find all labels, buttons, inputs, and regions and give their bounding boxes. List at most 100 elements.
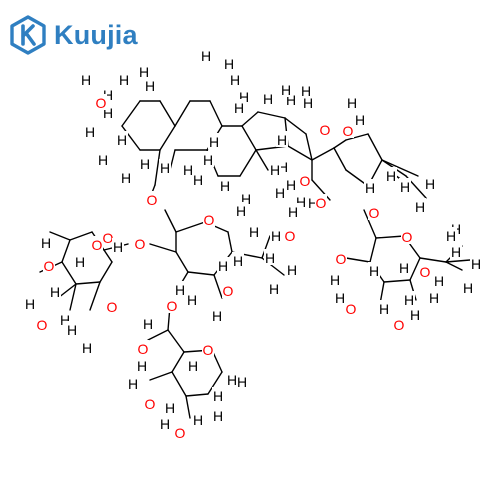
hydrogen-atom-label: H (237, 374, 247, 390)
hydrogen-atom-label: H (213, 388, 223, 404)
hydrogen-atom-label: H (287, 262, 297, 278)
atom-label-background (80, 71, 92, 87)
hydrogen-atom-label: H (269, 281, 279, 297)
oxygen-atom-label: O (285, 228, 296, 244)
bond (239, 149, 257, 177)
bond (164, 209, 177, 233)
atom-label-background (235, 202, 247, 218)
bond (345, 133, 369, 141)
hydrogen-atom-label: H (213, 408, 223, 424)
atom-label-background (280, 81, 292, 97)
bond (257, 111, 286, 119)
atom-label-background (84, 123, 96, 139)
atom-label-background (409, 306, 421, 322)
oxygen-atom-label: O (37, 317, 48, 333)
bond (185, 395, 191, 419)
oxygen-atom-label: O (203, 342, 214, 358)
hydrogen-atom-label: H (399, 260, 409, 276)
atom-label-background (116, 131, 128, 147)
bond (287, 145, 313, 161)
atom-label-background (217, 257, 229, 273)
atom-label-background (315, 194, 327, 210)
atom-label-background (401, 228, 413, 244)
bond (69, 283, 77, 311)
hydrogen-atom-label: H (303, 95, 313, 111)
bond (185, 393, 209, 397)
hydrogen-atom-label: H (175, 282, 185, 298)
atom-label-background (134, 235, 146, 251)
atom-label-background (433, 272, 445, 288)
atom-label-background (202, 151, 214, 167)
atom-label-background (211, 307, 223, 323)
hydrogen-atom-label: H (85, 124, 95, 140)
bond (49, 231, 71, 241)
atom-label-background (106, 298, 118, 314)
atom-label-background (285, 176, 297, 192)
atom-label-background (159, 415, 171, 431)
hydrogen-atom-label: H (188, 358, 198, 374)
hydrogen-atom-label: H (308, 195, 318, 211)
hydrogen-atom-label: H (67, 322, 77, 338)
hydrogen-atom-label: H (209, 134, 219, 150)
brand-logo[interactable]: Kuujia (8, 12, 138, 58)
hydrogen-atom-label: H (60, 312, 70, 328)
bond (209, 100, 223, 127)
atom-label-background (236, 373, 248, 389)
bond (175, 221, 206, 233)
hydrogen-atom-label: H (275, 185, 285, 201)
atom-label-background (81, 339, 93, 355)
oxygen-atom-label: O (369, 205, 380, 221)
hydrogen-atom-label: H (288, 204, 298, 220)
atom-label-background (342, 122, 354, 138)
atom-label-background (233, 99, 245, 115)
atom-label-background (187, 357, 199, 373)
atom-label-background (97, 151, 109, 167)
atom-label-background (208, 133, 220, 149)
oxygen-atom-label: O (167, 298, 178, 314)
hydrogen-atom-label: H (121, 170, 131, 186)
bond (409, 257, 421, 281)
bond (154, 149, 161, 186)
bond (175, 251, 189, 273)
atom-label-background (186, 291, 198, 307)
hydrogen-atom-label: H (103, 87, 113, 103)
bond (61, 239, 71, 263)
hydrogen-atom-label: H (25, 296, 35, 312)
atom-label-background (95, 94, 107, 110)
hydrogen-atom-label: H (347, 95, 357, 111)
atom-label-background (274, 184, 286, 200)
bond (121, 100, 141, 127)
oxygen-atom-label: O (320, 122, 331, 138)
hydrogen-atom-label: H (81, 72, 91, 88)
atom-label-background (419, 263, 431, 279)
oxygen-atom-label: O (394, 317, 405, 333)
hydrogen-atom-label: H (265, 250, 275, 266)
hydrogen-atom-label: H (193, 412, 203, 428)
atom-label-background (139, 155, 151, 171)
atom-label-background (445, 227, 457, 243)
oxygen-atom-label: O (107, 299, 118, 315)
bond (207, 371, 223, 395)
hydrogen-atom-label: H (227, 372, 237, 388)
atom-label-background (398, 259, 410, 275)
bond (103, 249, 113, 263)
atom-label-background (159, 159, 171, 175)
atom-label-background (43, 257, 55, 273)
atom-label-background (364, 179, 376, 195)
atom-label-background (40, 234, 52, 250)
oxygen-atom-label: O (346, 301, 357, 317)
bond (255, 149, 269, 171)
atom-label-background (368, 262, 380, 278)
bond (261, 235, 271, 259)
hydrogen-atom-label: H (286, 92, 296, 108)
hydrogen-atom-label: H (369, 263, 379, 279)
hydrogen-atom-label: H (271, 228, 281, 244)
oxygen-atom-label: O (145, 396, 156, 412)
hydrogen-atom-label: H (193, 172, 203, 188)
atom-label-background (462, 279, 474, 295)
hydrogen-atom-label: H (218, 258, 228, 274)
hydrogen-atom-label: H (165, 400, 175, 416)
atom-label-background (192, 171, 204, 187)
hydrogen-atom-label: H (137, 358, 147, 374)
hydrogen-atom-label: H (117, 132, 127, 148)
